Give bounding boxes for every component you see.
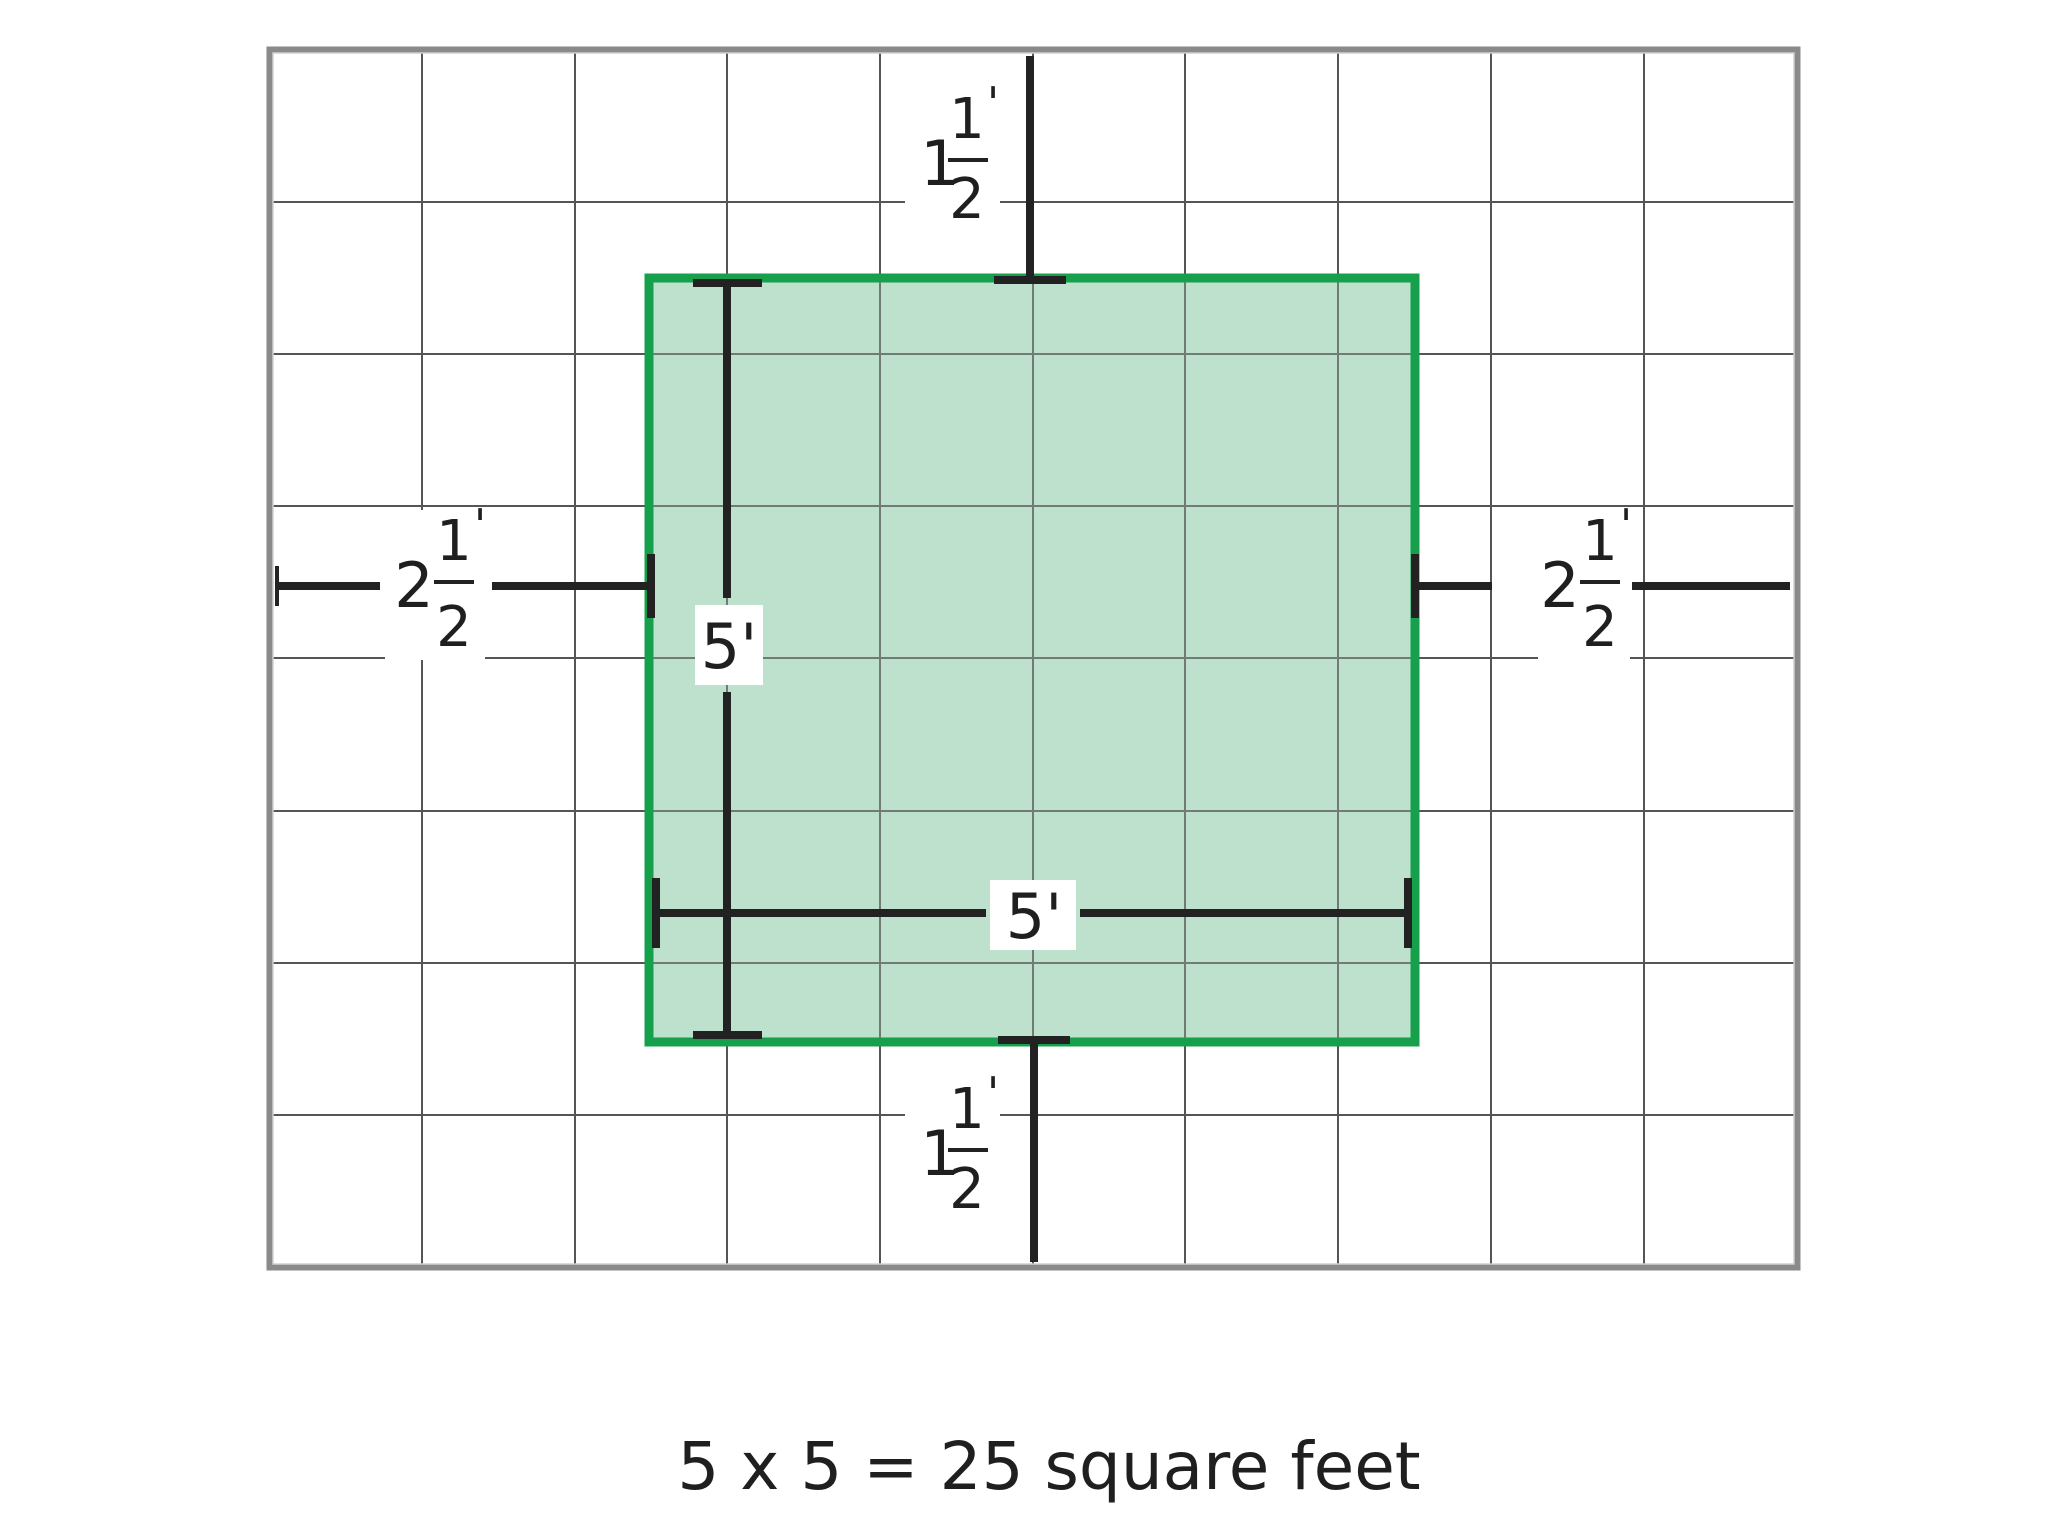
svg-text:1: 1 [920, 1117, 959, 1190]
grid-border [266, 46, 1801, 1271]
svg-text:': ' [1620, 500, 1632, 551]
top-offset-label: 1 1 2 ' [920, 78, 999, 232]
svg-text:1: 1 [949, 1077, 985, 1142]
bottom-offset-label: 1 1 2 ' [920, 1068, 999, 1222]
svg-text:2: 2 [1540, 549, 1579, 622]
svg-text:': ' [987, 1068, 999, 1119]
svg-text:2: 2 [949, 167, 985, 232]
svg-text:2: 2 [436, 595, 472, 660]
svg-text:2: 2 [1582, 595, 1618, 660]
svg-text:': ' [474, 500, 486, 551]
svg-text:1: 1 [920, 127, 959, 200]
svg-text:1: 1 [949, 87, 985, 152]
svg-text:2: 2 [949, 1157, 985, 1222]
svg-text:2: 2 [394, 549, 433, 622]
svg-text:1: 1 [436, 509, 472, 574]
dimension-lines [275, 56, 1790, 1262]
svg-text:': ' [987, 78, 999, 129]
svg-text:1: 1 [1582, 509, 1618, 574]
width-dimension-label: 5' [1006, 880, 1063, 953]
right-offset-label: 2 1 2 ' [1540, 500, 1632, 660]
area-formula-caption: 5 x 5 = 25 square feet [677, 1428, 1421, 1505]
left-offset-label: 2 1 2 ' [394, 500, 486, 660]
height-dimension-label: 5' [701, 610, 758, 683]
